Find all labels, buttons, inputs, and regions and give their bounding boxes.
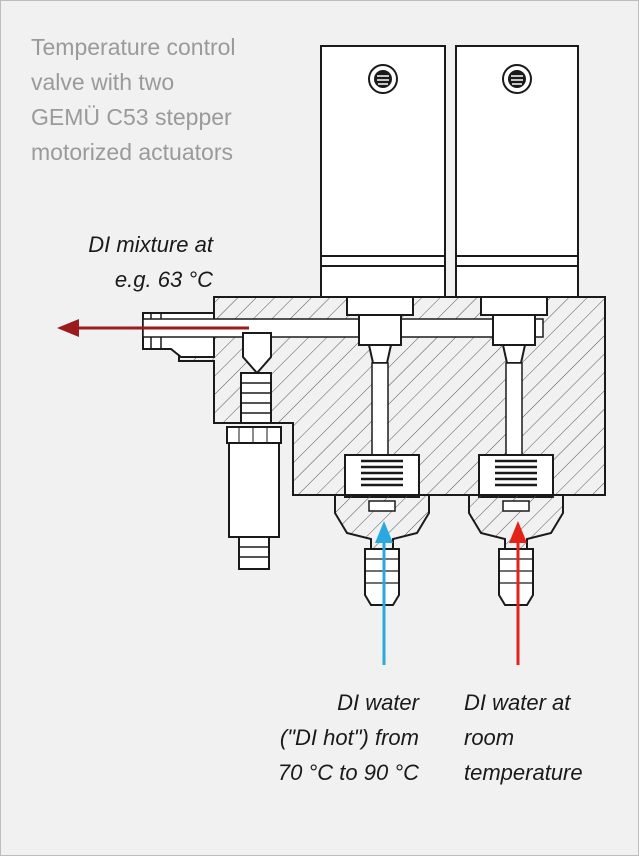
- inlet-fitting-room: [468, 454, 564, 606]
- room-inlet-label-line-1: DI water at: [464, 690, 571, 715]
- hot-inlet-label-line-3: 70 °C to 90 °C: [277, 760, 419, 785]
- title-line-4: motorized actuators: [31, 139, 233, 165]
- actuator-hot: [320, 45, 446, 298]
- room-inlet-flow-arrow: [509, 521, 527, 665]
- valve-stem-room: [480, 296, 548, 456]
- inlet-fitting-hot: [334, 454, 430, 606]
- outlet-label-line-2: e.g. 63 °C: [114, 267, 213, 292]
- hot-inlet-label-line-2: ("DI hot") from: [279, 725, 419, 750]
- hot-inlet-flow-arrow: [375, 521, 393, 665]
- temperature-sensor: [226, 332, 282, 570]
- room-inlet-label-line-2: room: [464, 725, 515, 750]
- actuator-room: [455, 45, 579, 298]
- title-line-3: GEMÜ C53 stepper: [31, 104, 232, 130]
- room-inlet-label-line-3: temperature: [464, 760, 583, 785]
- outlet-flow-arrow: [57, 319, 249, 337]
- outlet-label-line-1: DI mixture at: [88, 232, 213, 257]
- hot-inlet-label-line-1: DI water: [337, 690, 419, 715]
- title-line-1: Temperature control: [31, 34, 236, 60]
- title-line-2: valve with two: [31, 69, 175, 95]
- valve-stem-hot: [346, 296, 414, 456]
